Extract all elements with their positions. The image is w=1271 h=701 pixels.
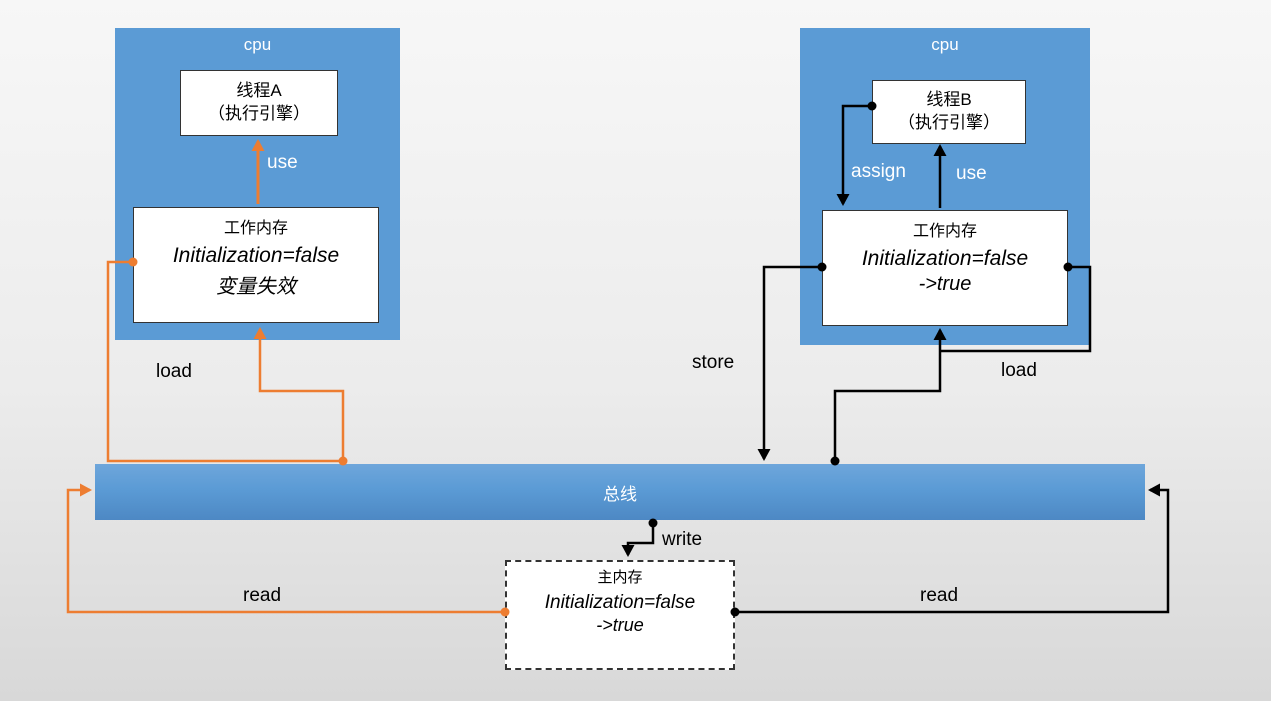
right-working-memory-value: Initialization=false <box>861 247 1029 270</box>
bus-box: 总线 <box>95 464 1145 520</box>
read-label-left: read <box>243 585 282 606</box>
write-arrow <box>621 523 655 557</box>
left-working-memory-box: 工作内存 Initialization=false 变量失效 <box>133 207 379 323</box>
left-cpu-title: cpu <box>243 35 272 54</box>
main-memory-title: 主内存 <box>597 569 643 586</box>
main-memory-note: ->true <box>596 615 644 635</box>
right-working-memory-box: 工作内存 Initialization=false ->true <box>822 210 1068 326</box>
load-label-right: load <box>1001 360 1037 381</box>
read-label-right: read <box>920 585 959 606</box>
thread-b-box: 线程B （执行引擎） <box>872 80 1026 144</box>
store-label: store <box>692 352 735 373</box>
left-working-memory-value: Initialization=false <box>172 244 340 267</box>
bus-title: 总线 <box>603 484 637 504</box>
load-label-left: load <box>156 361 192 382</box>
thread-a-name: 线程A <box>236 81 282 101</box>
assign-label: assign <box>851 161 906 182</box>
load-arrow-left <box>253 327 345 461</box>
left-working-memory-title: 工作内存 <box>223 220 288 237</box>
main-memory-box: 主内存 Initialization=false ->true <box>505 560 735 670</box>
left-working-memory-note: 变量失效 <box>216 276 296 298</box>
use-label-left: use <box>267 152 298 173</box>
thread-a-subtitle: （执行引擎） <box>208 104 310 123</box>
right-working-memory-title: 工作内存 <box>912 223 977 240</box>
thread-a-box: 线程A （执行引擎） <box>180 70 338 136</box>
thread-b-name: 线程B <box>926 90 972 110</box>
load-arrow-right <box>833 328 947 461</box>
write-label: write <box>662 529 703 550</box>
main-memory-value: Initialization=false <box>544 592 696 613</box>
right-cpu-title: cpu <box>931 35 959 54</box>
use-label-right: use <box>956 163 987 184</box>
right-working-memory-note: ->true <box>918 273 972 295</box>
thread-b-subtitle: （执行引擎） <box>898 113 1000 132</box>
